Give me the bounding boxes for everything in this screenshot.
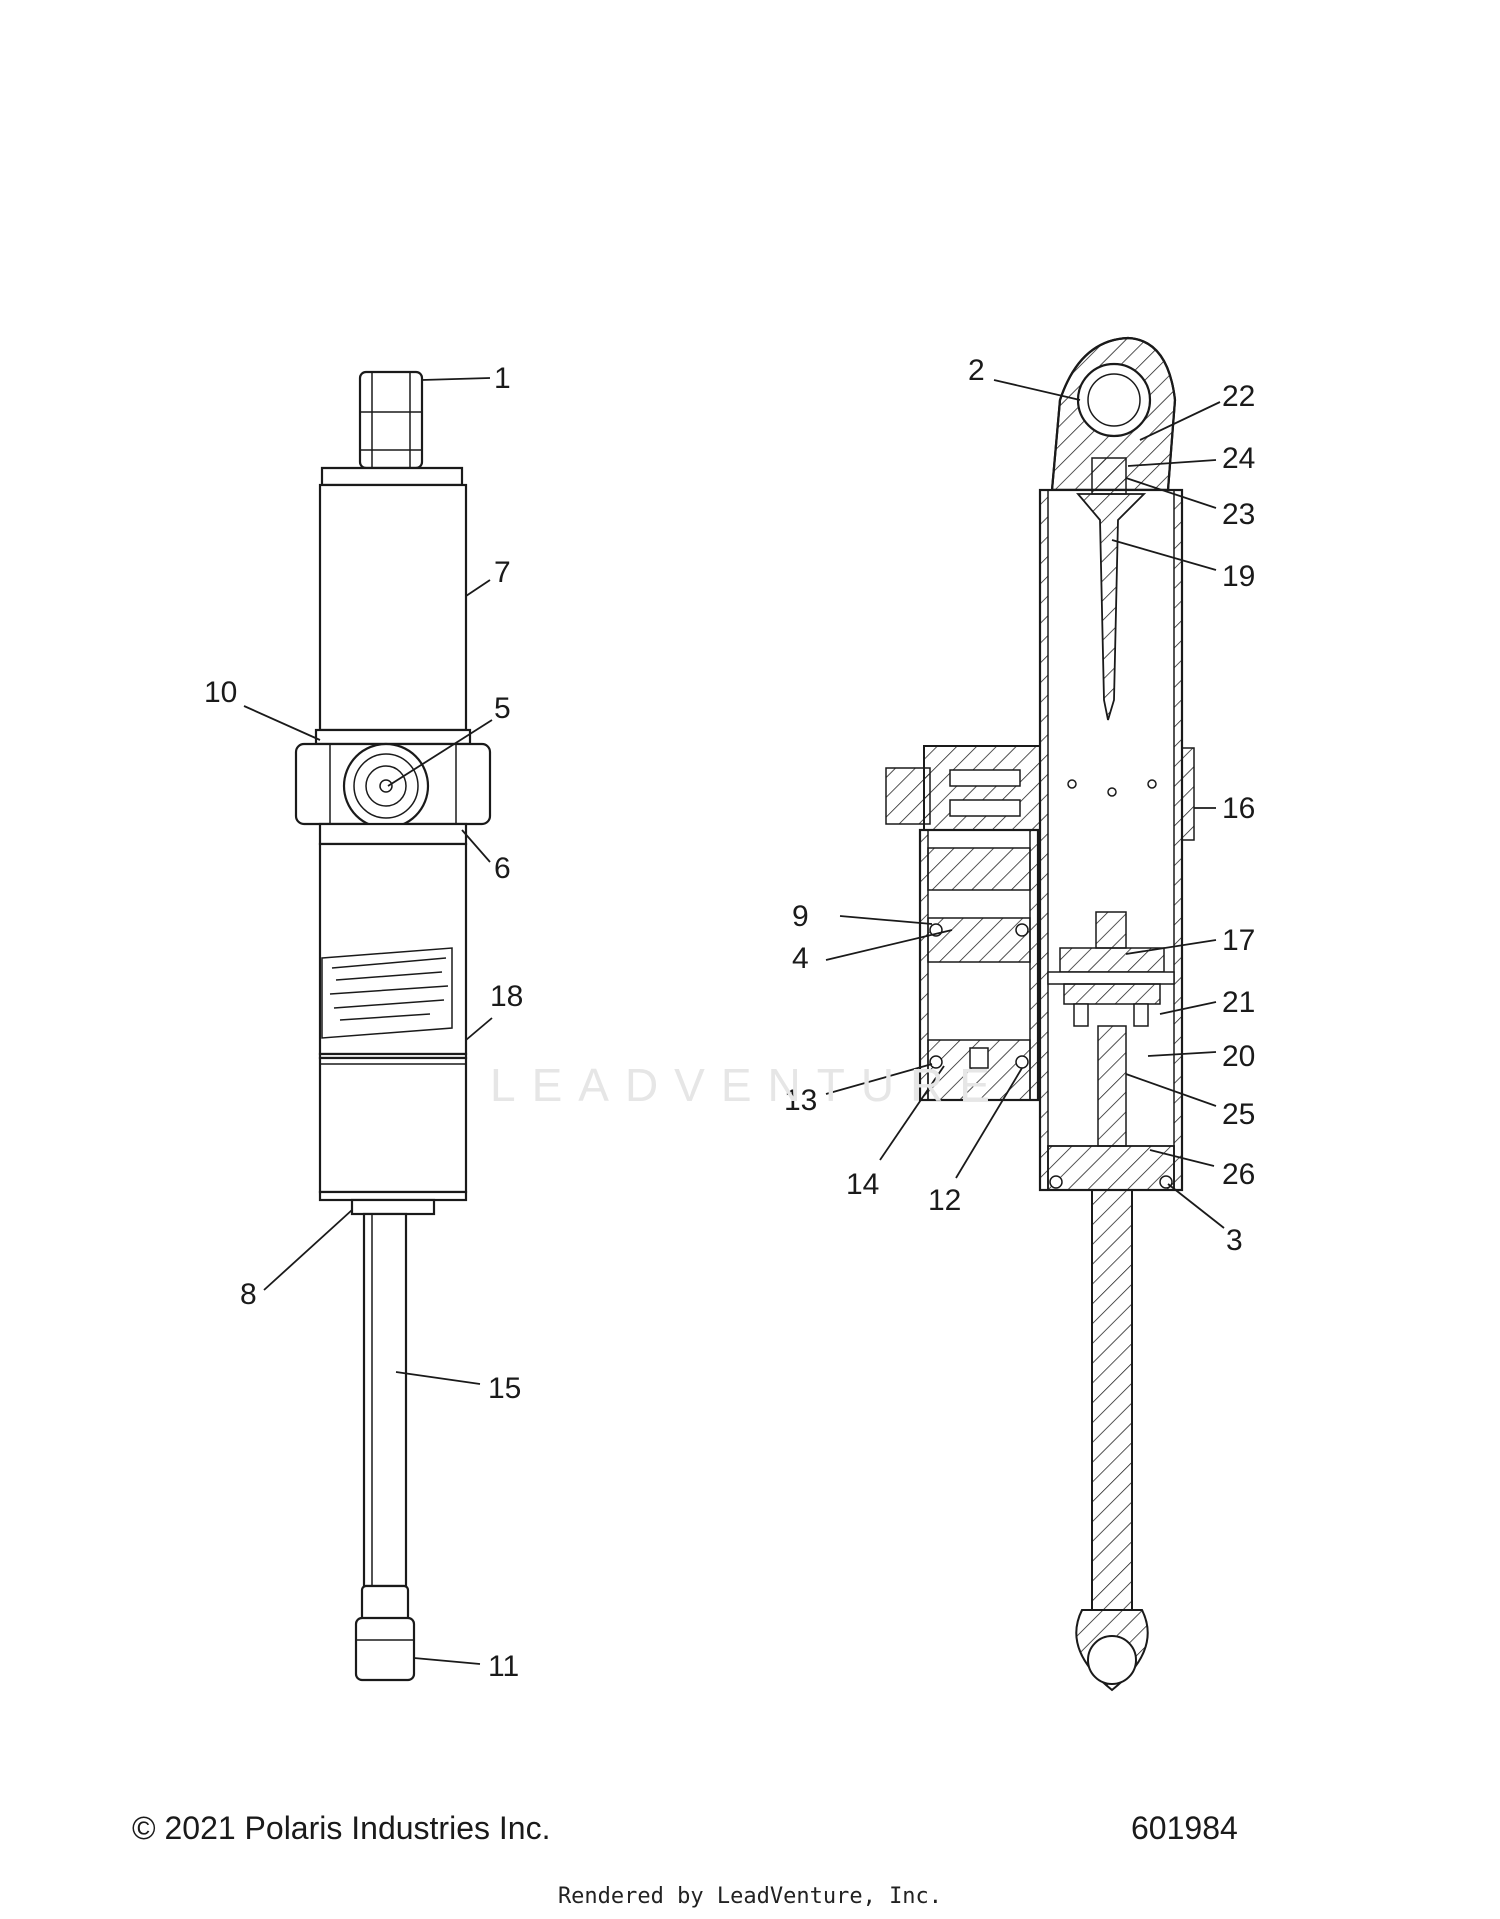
leadventure-watermark: LEADVENTURE <box>490 1059 1006 1111</box>
callout-26: 26 <box>1222 1158 1255 1191</box>
callout-2: 2 <box>968 354 985 387</box>
rendered-by-credit: Rendered by LeadVenture, Inc. <box>557 1884 943 1909</box>
callout-12: 12 <box>928 1184 961 1217</box>
callout-17: 17 <box>1222 924 1255 957</box>
callout-18: 18 <box>490 980 523 1013</box>
callout-5: 5 <box>494 692 511 725</box>
callout-23: 23 <box>1222 498 1255 531</box>
callout-6: 6 <box>494 852 511 885</box>
callout-labels: 1 7 10 5 6 18 8 15 11 2 22 24 23 19 16 9… <box>204 354 1255 1683</box>
shock-section-view <box>885 336 1195 1692</box>
callout-7: 7 <box>494 556 511 589</box>
copyright-text: © 2021 Polaris Industries Inc. <box>132 1810 551 1846</box>
leader-lines <box>243 377 1225 1665</box>
callout-24: 24 <box>1222 442 1255 475</box>
callout-19: 19 <box>1222 560 1255 593</box>
callout-8: 8 <box>240 1278 257 1311</box>
callout-15: 15 <box>488 1372 521 1405</box>
callout-9: 9 <box>792 900 809 933</box>
callout-22: 22 <box>1222 380 1255 413</box>
diagram-part-number: 601984 <box>1131 1810 1238 1846</box>
callout-14: 14 <box>846 1168 879 1201</box>
callout-10: 10 <box>204 676 237 709</box>
shock-exterior-view <box>294 370 492 1682</box>
callout-25: 25 <box>1222 1098 1255 1131</box>
callout-1: 1 <box>494 362 511 395</box>
callout-20: 20 <box>1222 1040 1255 1073</box>
callout-21: 21 <box>1222 986 1255 1019</box>
callout-13: 13 <box>784 1084 817 1117</box>
callout-11: 11 <box>488 1650 519 1683</box>
callout-4: 4 <box>792 942 809 975</box>
callout-16: 16 <box>1222 792 1255 825</box>
callout-3: 3 <box>1226 1224 1243 1257</box>
